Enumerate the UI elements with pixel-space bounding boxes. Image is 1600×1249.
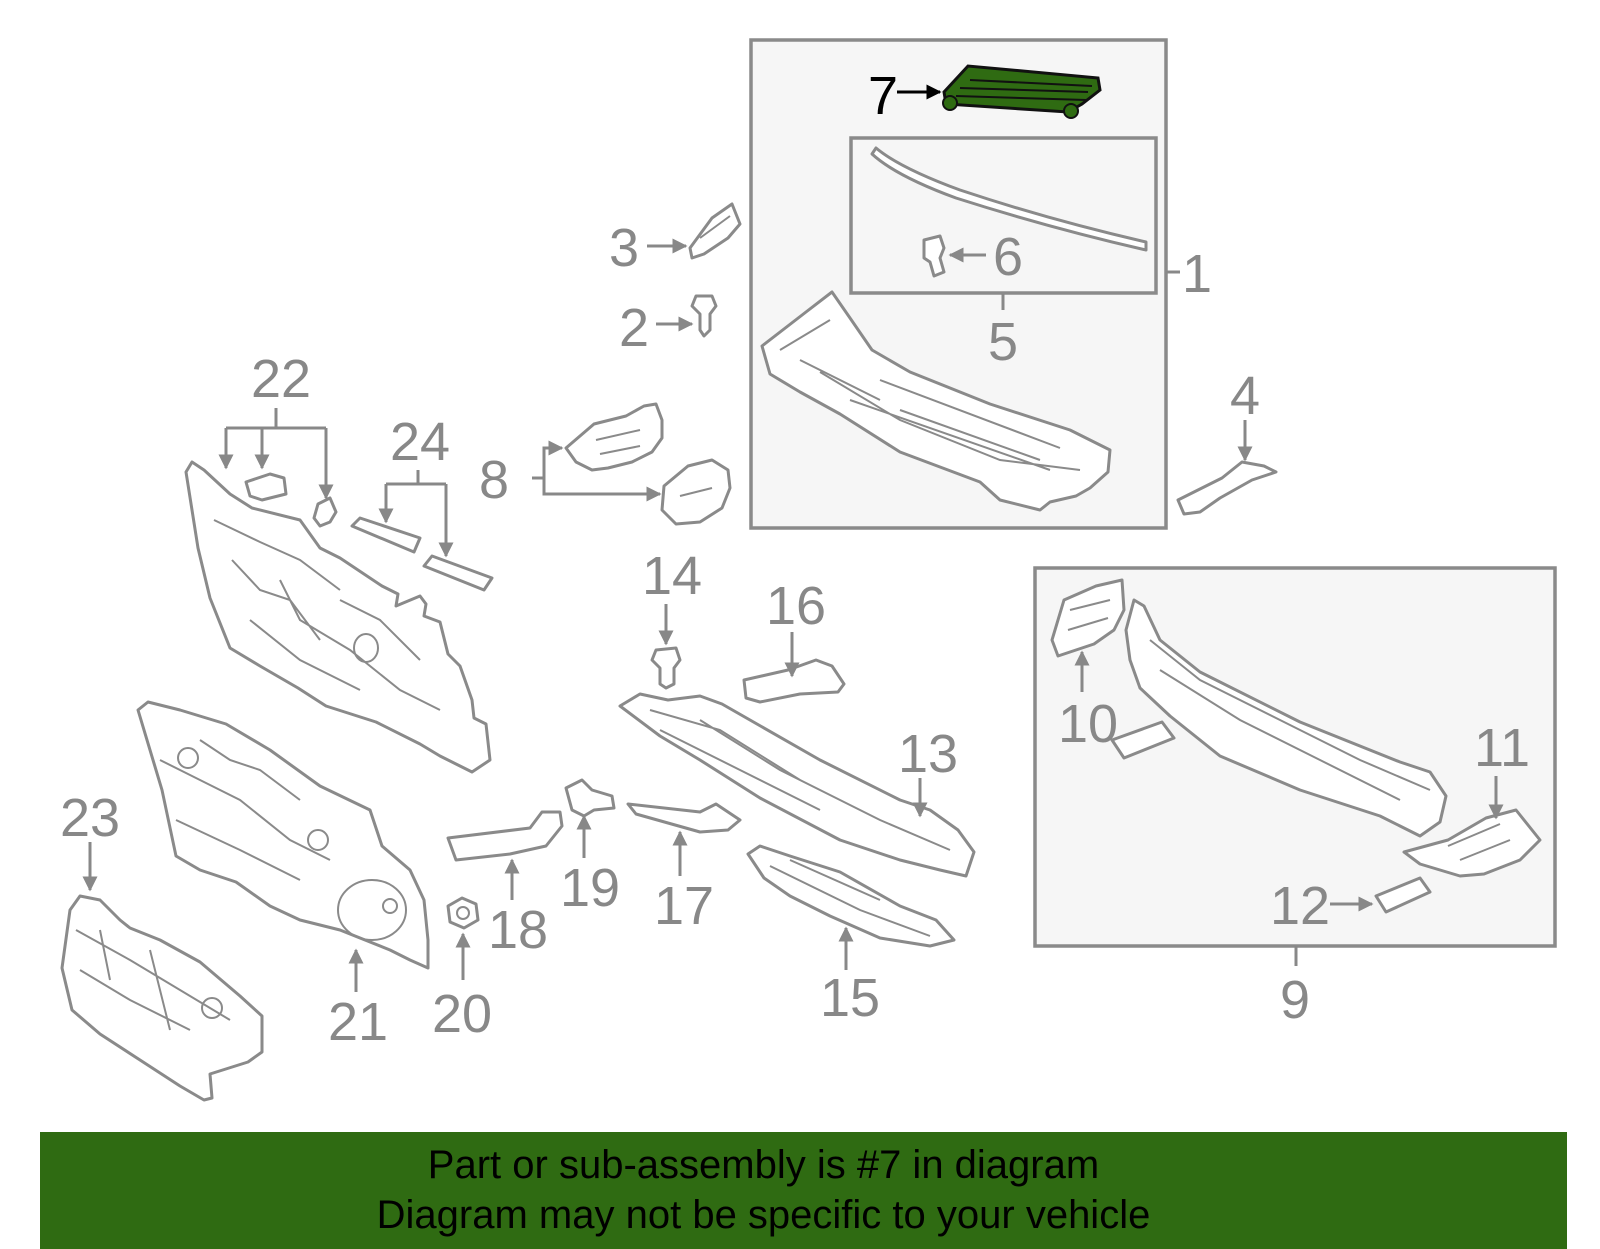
- callout-6[interactable]: 6: [993, 227, 1023, 287]
- callout-15[interactable]: 15: [820, 968, 880, 1028]
- notice-line-2: Diagram may not be specific to your vehi…: [376, 1193, 1151, 1237]
- callout-2[interactable]: 2: [619, 298, 649, 358]
- part-3[interactable]: [688, 202, 742, 260]
- callout-23[interactable]: 23: [60, 788, 120, 848]
- callout-20[interactable]: 20: [432, 984, 492, 1044]
- part-16-bracket[interactable]: [742, 658, 846, 704]
- part-8-lower-bracket[interactable]: [660, 458, 732, 526]
- part-9-pad[interactable]: [1110, 720, 1176, 760]
- notice-line-1: Part or sub-assembly is #7 in diagram: [427, 1143, 1100, 1187]
- callout-5[interactable]: 5: [988, 312, 1018, 372]
- part-22-clip[interactable]: [312, 496, 338, 528]
- part-4[interactable]: [1176, 460, 1278, 516]
- callout-22[interactable]: 22: [251, 349, 311, 409]
- part-18-bracket[interactable]: [446, 810, 564, 862]
- callout-8[interactable]: 8: [479, 450, 509, 510]
- part-5-weatherstrip[interactable]: [870, 146, 1148, 252]
- callout-24[interactable]: 24: [390, 412, 450, 472]
- callout-1[interactable]: 1: [1182, 244, 1212, 304]
- callout-18[interactable]: 18: [488, 900, 548, 960]
- part-2-bolt[interactable]: [690, 294, 718, 338]
- part-23-outer-insulator[interactable]: [60, 894, 264, 1102]
- part-24-pad-lower[interactable]: [422, 554, 494, 592]
- part-22-grommet[interactable]: [244, 472, 288, 502]
- callout-17[interactable]: 17: [654, 876, 714, 936]
- part-9-cowl-inner-panel[interactable]: [1124, 598, 1448, 838]
- part-12-pad[interactable]: [1374, 876, 1432, 914]
- part-14-bolt[interactable]: [650, 646, 682, 690]
- part-11-bracket[interactable]: [1402, 808, 1542, 878]
- part-7-highlighted[interactable]: [942, 64, 1102, 119]
- part-21-dash-panel[interactable]: [136, 700, 430, 970]
- part-8-upper-bracket[interactable]: [564, 402, 664, 472]
- callout-12[interactable]: 12: [1270, 876, 1330, 936]
- part-24-pad-upper[interactable]: [350, 516, 422, 554]
- callout-3[interactable]: 3: [609, 218, 639, 278]
- part-22-dash-insulator[interactable]: [184, 460, 492, 774]
- callout-16[interactable]: 16: [766, 576, 826, 636]
- callout-21[interactable]: 21: [328, 992, 388, 1052]
- callout-11[interactable]: 11: [1474, 718, 1530, 778]
- callout-7[interactable]: 7: [868, 66, 898, 126]
- part-19-bolt[interactable]: [564, 778, 616, 818]
- notice-banner: Part or sub-assembly is #7 in diagram Di…: [40, 1132, 1567, 1249]
- callout-4[interactable]: 4: [1230, 366, 1260, 426]
- part-6-clip[interactable]: [922, 234, 946, 278]
- part-17-bracket[interactable]: [626, 802, 742, 834]
- part-15-lower-panel[interactable]: [746, 844, 956, 948]
- callout-9[interactable]: 9: [1280, 970, 1310, 1030]
- callout-19[interactable]: 19: [560, 858, 620, 918]
- part-10-bracket[interactable]: [1050, 578, 1126, 658]
- callout-14[interactable]: 14: [642, 546, 702, 606]
- callout-13[interactable]: 13: [898, 724, 958, 784]
- part-13-cowl-front[interactable]: [618, 692, 976, 878]
- callout-10[interactable]: 10: [1058, 694, 1118, 754]
- part-20-nut[interactable]: [446, 896, 480, 930]
- part-1-cowl-panel[interactable]: [760, 290, 1112, 512]
